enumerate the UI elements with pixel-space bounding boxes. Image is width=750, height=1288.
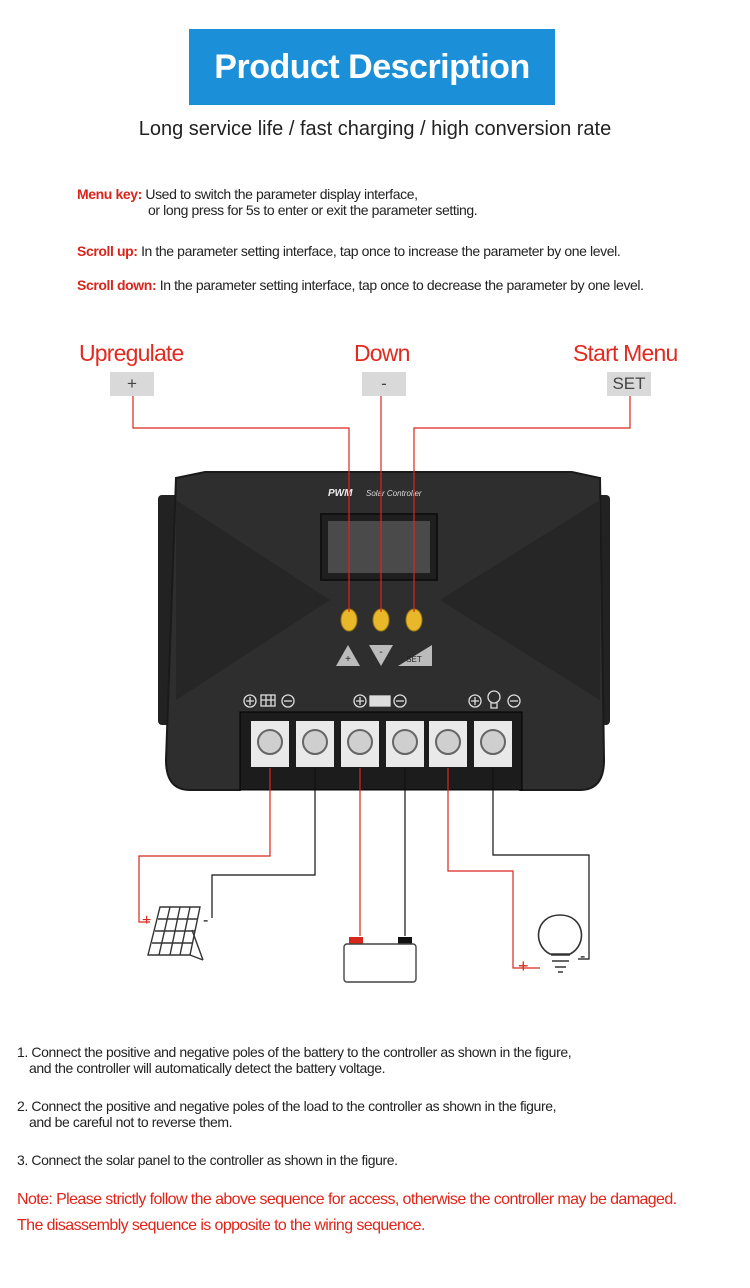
warning-line-2: The disassembly sequence is opposite to …	[17, 1217, 425, 1234]
subtitle: Long service life / fast charging / high…	[138, 118, 612, 140]
battery-minus-icon	[393, 694, 407, 708]
scroll-up-text: In the parameter setting interface, tap …	[141, 243, 621, 259]
battery-small-icon	[369, 695, 391, 707]
screw-5	[435, 729, 461, 755]
terminal-screws	[251, 721, 512, 767]
screw-4	[392, 729, 418, 755]
instruction-1: 1. Connect the positive and negative pol…	[17, 1044, 572, 1076]
solar-plus-icon	[243, 694, 257, 708]
set-mark: SET	[406, 655, 422, 664]
upregulate-label: Upregulate	[79, 340, 184, 366]
terminal-group-labels	[243, 690, 521, 709]
menu-key-text: Used to switch the parameter display int…	[145, 186, 418, 202]
solar-panel-icon	[147, 906, 204, 961]
plus-callout-line	[132, 396, 350, 612]
scroll-down-description: Scroll down: In the parameter setting in…	[77, 277, 644, 293]
instruction-1-line-1: 1. Connect the positive and negative pol…	[17, 1044, 572, 1060]
instruction-3-line-1: 3. Connect the solar panel to the contro…	[17, 1152, 398, 1168]
set-key-box: SET	[607, 372, 651, 396]
solar-positive-wire	[138, 768, 271, 923]
solar-plus-mark: +	[142, 912, 151, 929]
battery-negative-post	[398, 937, 412, 945]
load-positive-wire	[447, 768, 540, 969]
solar-negative-wire	[211, 768, 316, 918]
plus-mark: +	[345, 654, 351, 665]
warning-line-1: Note: Please strictly follow the above s…	[17, 1191, 677, 1208]
scroll-up-term: Scroll up:	[77, 243, 138, 259]
solar-minus-mark: -	[203, 912, 208, 929]
load-plus-icon	[468, 694, 482, 708]
screw-6	[480, 729, 506, 755]
minus-plate	[369, 645, 393, 666]
battery-case	[343, 943, 417, 983]
load-negative-wire	[492, 768, 590, 960]
minus-key-box: -	[362, 372, 406, 396]
instruction-2: 2. Connect the positive and negative pol…	[17, 1098, 556, 1130]
button-callout-lines	[132, 396, 631, 612]
scroll-up-description: Scroll up: In the parameter setting inte…	[77, 243, 621, 259]
plus-button	[340, 608, 358, 632]
menu-key-text-2: or long press for 5s to enter or exit th…	[148, 202, 478, 218]
battery-positive-post	[349, 937, 363, 945]
device-model: Solar Controller	[366, 489, 422, 498]
minus-mark: -	[379, 647, 382, 658]
light-bulb-icon	[537, 914, 583, 973]
screw-3	[347, 729, 373, 755]
load-minus-mark: -	[580, 948, 585, 965]
instruction-2-line-1: 2. Connect the positive and negative pol…	[17, 1098, 557, 1114]
minus-button	[372, 608, 390, 632]
scroll-down-text: In the parameter setting interface, tap …	[159, 277, 644, 293]
instruction-1-line-2: and the controller will automatically de…	[29, 1060, 386, 1076]
instruction-2-line-2: and be careful not to reverse them.	[29, 1114, 233, 1130]
load-plus-mark: +	[518, 956, 529, 976]
product-description-banner: Product Description	[189, 29, 555, 105]
instruction-3: 3. Connect the solar panel to the contro…	[17, 1152, 398, 1168]
bulb-small-icon	[487, 690, 501, 704]
set-plate	[398, 645, 432, 666]
battery-icon	[343, 937, 417, 983]
screw-1	[257, 729, 283, 755]
set-callout-line	[413, 396, 631, 612]
plus-key-box: +	[110, 372, 154, 396]
plus-plate	[336, 645, 360, 666]
device-brand: PWM	[328, 488, 353, 499]
scroll-down-term: Scroll down:	[77, 277, 157, 293]
menu-key-term: Menu key:	[77, 186, 142, 202]
down-label: Down	[354, 340, 410, 366]
wiring-lines	[138, 768, 590, 969]
body-shading-right	[440, 500, 600, 700]
lcd-screen	[328, 521, 430, 573]
banner-title: Product Description	[214, 47, 530, 86]
battery-plus-icon	[353, 694, 367, 708]
solar-minus-icon	[281, 694, 295, 708]
start-menu-label: Start Menu	[573, 340, 678, 366]
menu-key-description: Menu key: Used to switch the parameter d…	[77, 186, 478, 218]
body-shading-left	[176, 500, 330, 700]
load-minus-icon	[507, 694, 521, 708]
screw-2	[302, 729, 328, 755]
set-button	[405, 608, 423, 632]
